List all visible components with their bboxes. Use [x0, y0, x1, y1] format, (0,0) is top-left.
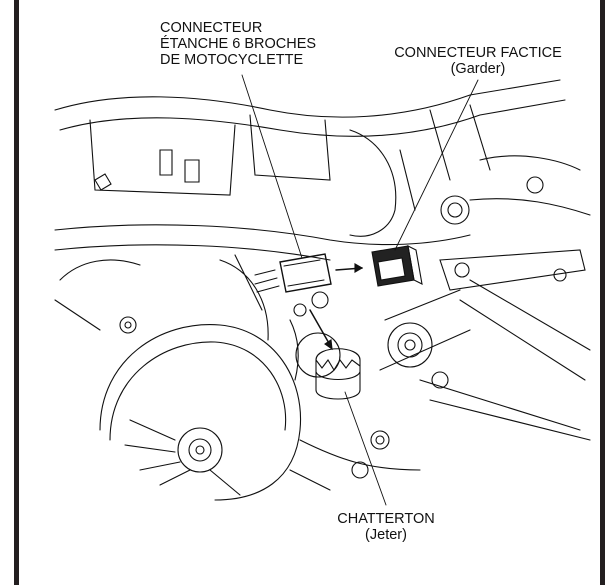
label-title: CONNECTEUR FACTICE [394, 45, 562, 61]
label-line: ÉTANCHE 6 BROCHES [160, 36, 317, 52]
dummy-connector-drawing [371, 245, 423, 287]
label-note: (Jeter) [365, 527, 407, 543]
dummy-connector-label: CONNECTEUR FACTICE (Garder) [378, 45, 578, 77]
label-note: (Garder) [450, 61, 506, 77]
flywheel-cover [54, 254, 302, 501]
label-title: CHATTERTON [337, 511, 435, 527]
sealed-connector-label: CONNECTEUR ÉTANCHE 6 BROCHES DE MOTOCYCL… [160, 20, 316, 68]
leader-lines [241, 74, 479, 506]
right-border [600, 0, 605, 585]
sealed-6pin-connector-drawing [254, 253, 332, 381]
label-line: DE MOTOCYCLETTE [160, 52, 304, 68]
frame-tubes [54, 79, 591, 496]
tape-label: CHATTERTON (Jeter) [316, 511, 456, 543]
left-border [14, 0, 19, 585]
tape-roll-drawing [295, 332, 361, 400]
label-line: CONNECTEUR [160, 20, 263, 36]
arrow-icon [309, 263, 364, 351]
